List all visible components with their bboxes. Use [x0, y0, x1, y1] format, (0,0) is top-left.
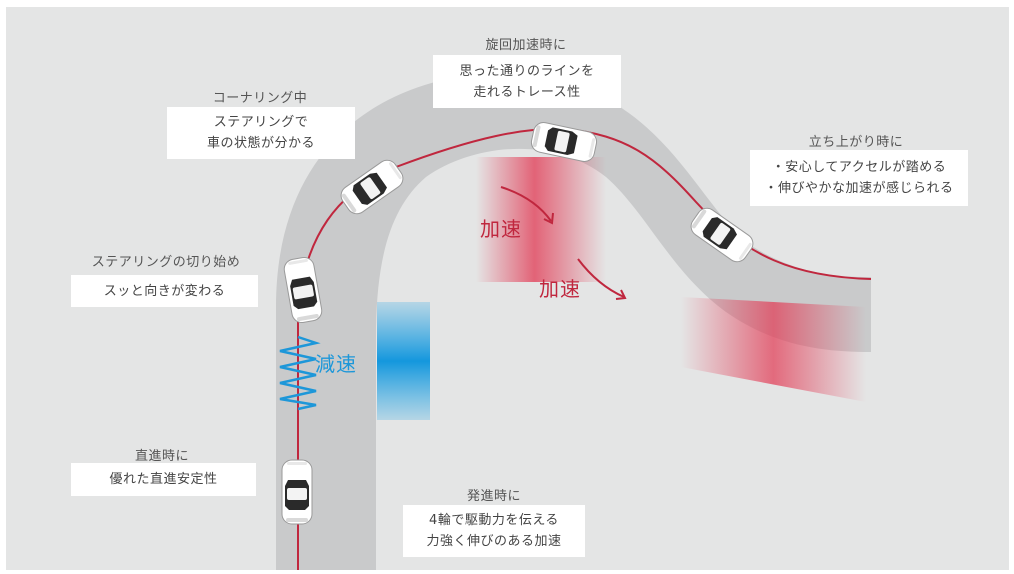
exit-text-line-1: ・安心してアクセルが踏める [771, 160, 947, 175]
accel-turn-label-box: 思った通りのラインを 走れるトレース性 [433, 55, 621, 108]
decel-label: 減速 [315, 352, 357, 376]
exit-text-line-2: ・伸びやかな加速が感じられる [764, 181, 954, 196]
exit-label-box: ・安心してアクセルが踏める ・伸びやかな加速が感じられる [750, 150, 968, 206]
cornering-label-box: ステアリングで 車の状態が分かる [167, 107, 355, 159]
accel-glow-1 [476, 157, 606, 282]
decel-glow [377, 302, 430, 420]
accel-turn-caption: 旋回加速時に [485, 38, 567, 53]
car-icon [281, 459, 313, 525]
cornering-text-line-2: 車の状態が分かる [206, 136, 315, 151]
accel-arrow-icon [500, 186, 627, 300]
accel-turn-text-line-1: 思った通りのラインを [459, 63, 595, 79]
accel-label-1: 加速 [480, 217, 522, 241]
decel-spring-icon [279, 335, 321, 411]
cornering-text-line-1: ステアリングで [213, 115, 309, 130]
turn-in-text: スッと向きが変わる [103, 283, 226, 299]
turn-in-label-box: スッと向きが変わる [71, 275, 258, 307]
turn-in-caption: ステアリングの切り始め [91, 255, 241, 270]
accel-glow-2 [681, 297, 866, 402]
start-caption: 発進時に [466, 489, 522, 504]
straight-caption: 直進時に [134, 449, 190, 464]
straight-text: 優れた直進安定性 [109, 472, 218, 487]
accel-turn-text-line-2: 走れるトレース性 [473, 84, 581, 100]
cornering-caption: コーナリング中 [212, 91, 308, 106]
exit-caption: 立ち上がり時に [808, 135, 904, 150]
start-text-line-2: 力強く伸びのある加速 [426, 534, 562, 549]
diagram-canvas: 加速 加速 減速 直進時に 優れた直進安定性 発進時に 4輪で駆動力を伝える 力… [6, 7, 1009, 570]
road-scene [276, 73, 872, 570]
accel-label-2: 加速 [539, 277, 581, 301]
start-label-box: 4輪で駆動力を伝える 力強く伸びのある加速 [403, 505, 585, 557]
straight-label-box: 優れた直進安定性 [71, 463, 256, 496]
start-text-line-1: 4輪で駆動力を伝える [429, 513, 559, 528]
